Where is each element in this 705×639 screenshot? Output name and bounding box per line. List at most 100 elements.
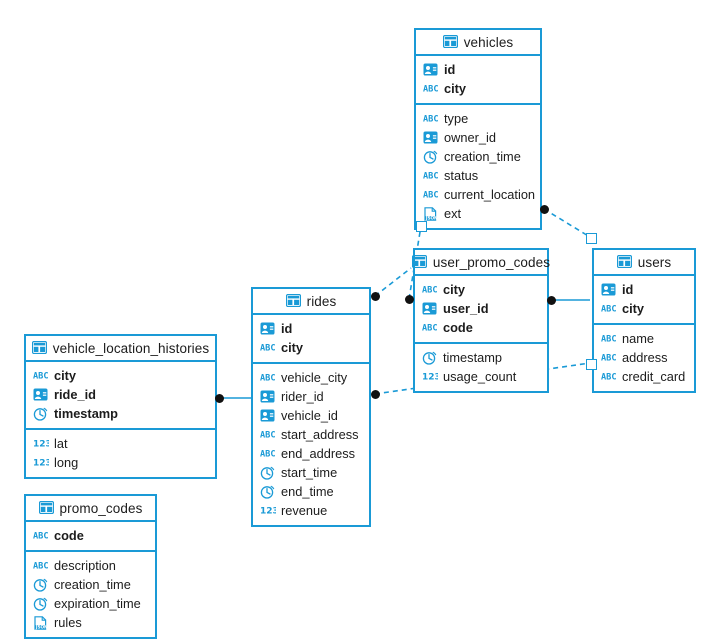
svg-text:123: 123 [422,372,438,381]
clock-icon [260,466,275,480]
column-name: creation_time [444,149,521,164]
column-row[interactable]: creation_time [26,575,155,594]
123-number-icon: 123 [422,370,438,384]
abc-text-icon: ABC [260,341,276,355]
table-header[interactable]: users [594,250,694,276]
primary-key-row[interactable]: id [594,280,694,299]
column-name: city [281,340,304,355]
column-row[interactable]: ABC vehicle_city [253,368,369,387]
table-icon [411,255,427,269]
column-name: current_location [444,187,536,202]
primary-key-row[interactable]: id [416,60,540,79]
column-name: description [54,558,116,573]
column-name: vehicle_city [281,370,348,385]
abc-text-icon: ABC [422,321,438,335]
primary-key-row[interactable]: ABC city [253,338,369,357]
column-row[interactable]: expiration_time [26,594,155,613]
svg-text:ABC: ABC [601,334,617,344]
primary-key-row[interactable]: user_id [415,299,547,318]
clock-icon [423,150,438,164]
abc-text-icon: ABC [260,371,276,385]
key-id-icon [260,409,275,423]
svg-text:ABC: ABC [33,561,49,571]
abc-text-icon: ABC [601,332,617,346]
column-name: user_id [443,301,489,316]
column-name: creation_time [54,577,131,592]
table-icon [285,294,301,308]
relationship-endpoint-dot [371,292,380,301]
column-row[interactable]: ABC current_location [416,185,540,204]
primary-key-row[interactable]: ride_id [26,385,215,404]
relationship-endpoint-socket [586,233,597,244]
column-row[interactable]: timestamp [415,348,547,367]
relationship-endpoint-dot [371,390,380,399]
column-name: ext [444,206,462,221]
table-header[interactable]: rides [253,289,369,315]
abc-text-icon: ABC [260,428,276,442]
column-name: expiration_time [54,596,141,611]
key-id-icon [33,388,48,402]
table-icon [31,341,47,355]
columns-section: timestamp 123 usage_count [415,344,547,391]
primary-key-row[interactable]: timestamp [26,404,215,423]
column-name: lat [54,436,68,451]
table-icon [616,255,632,269]
svg-text:123: 123 [33,439,49,448]
table-header[interactable]: vehicles [416,30,540,56]
column-row[interactable]: vehicle_id [253,406,369,425]
relationship-endpoint-socket [586,359,597,370]
abc-text-icon: ABC [423,169,439,183]
column-name: long [54,455,79,470]
table-header[interactable]: vehicle_location_histories [26,336,215,362]
primary-key-row[interactable]: id [253,319,369,338]
svg-text:ABC: ABC [423,84,439,94]
table-title: users [637,254,672,270]
column-name: rules [54,615,82,630]
column-row[interactable]: rider_id [253,387,369,406]
table-header[interactable]: promo_codes [26,496,155,522]
abc-text-icon: ABC [423,188,439,202]
svg-text:ABC: ABC [601,304,617,314]
column-row[interactable]: ABC description [26,556,155,575]
column-row[interactable]: creation_time [416,147,540,166]
column-name: ride_id [54,387,96,402]
column-row[interactable]: 123 lat [26,434,215,453]
column-row[interactable]: end_time [253,482,369,501]
column-row[interactable]: 123 usage_count [415,367,547,386]
column-row[interactable]: start_time [253,463,369,482]
table-header[interactable]: user_promo_codes [411,250,550,276]
column-row[interactable]: owner_id [416,128,540,147]
column-name: type [444,111,469,126]
abc-text-icon: ABC [33,529,49,543]
column-name: code [54,528,84,543]
abc-text-icon: ABC [601,370,617,384]
primary-key-row[interactable]: ABC code [26,526,155,545]
table-title: vehicle_location_histories [52,340,210,356]
column-name: usage_count [443,369,517,384]
